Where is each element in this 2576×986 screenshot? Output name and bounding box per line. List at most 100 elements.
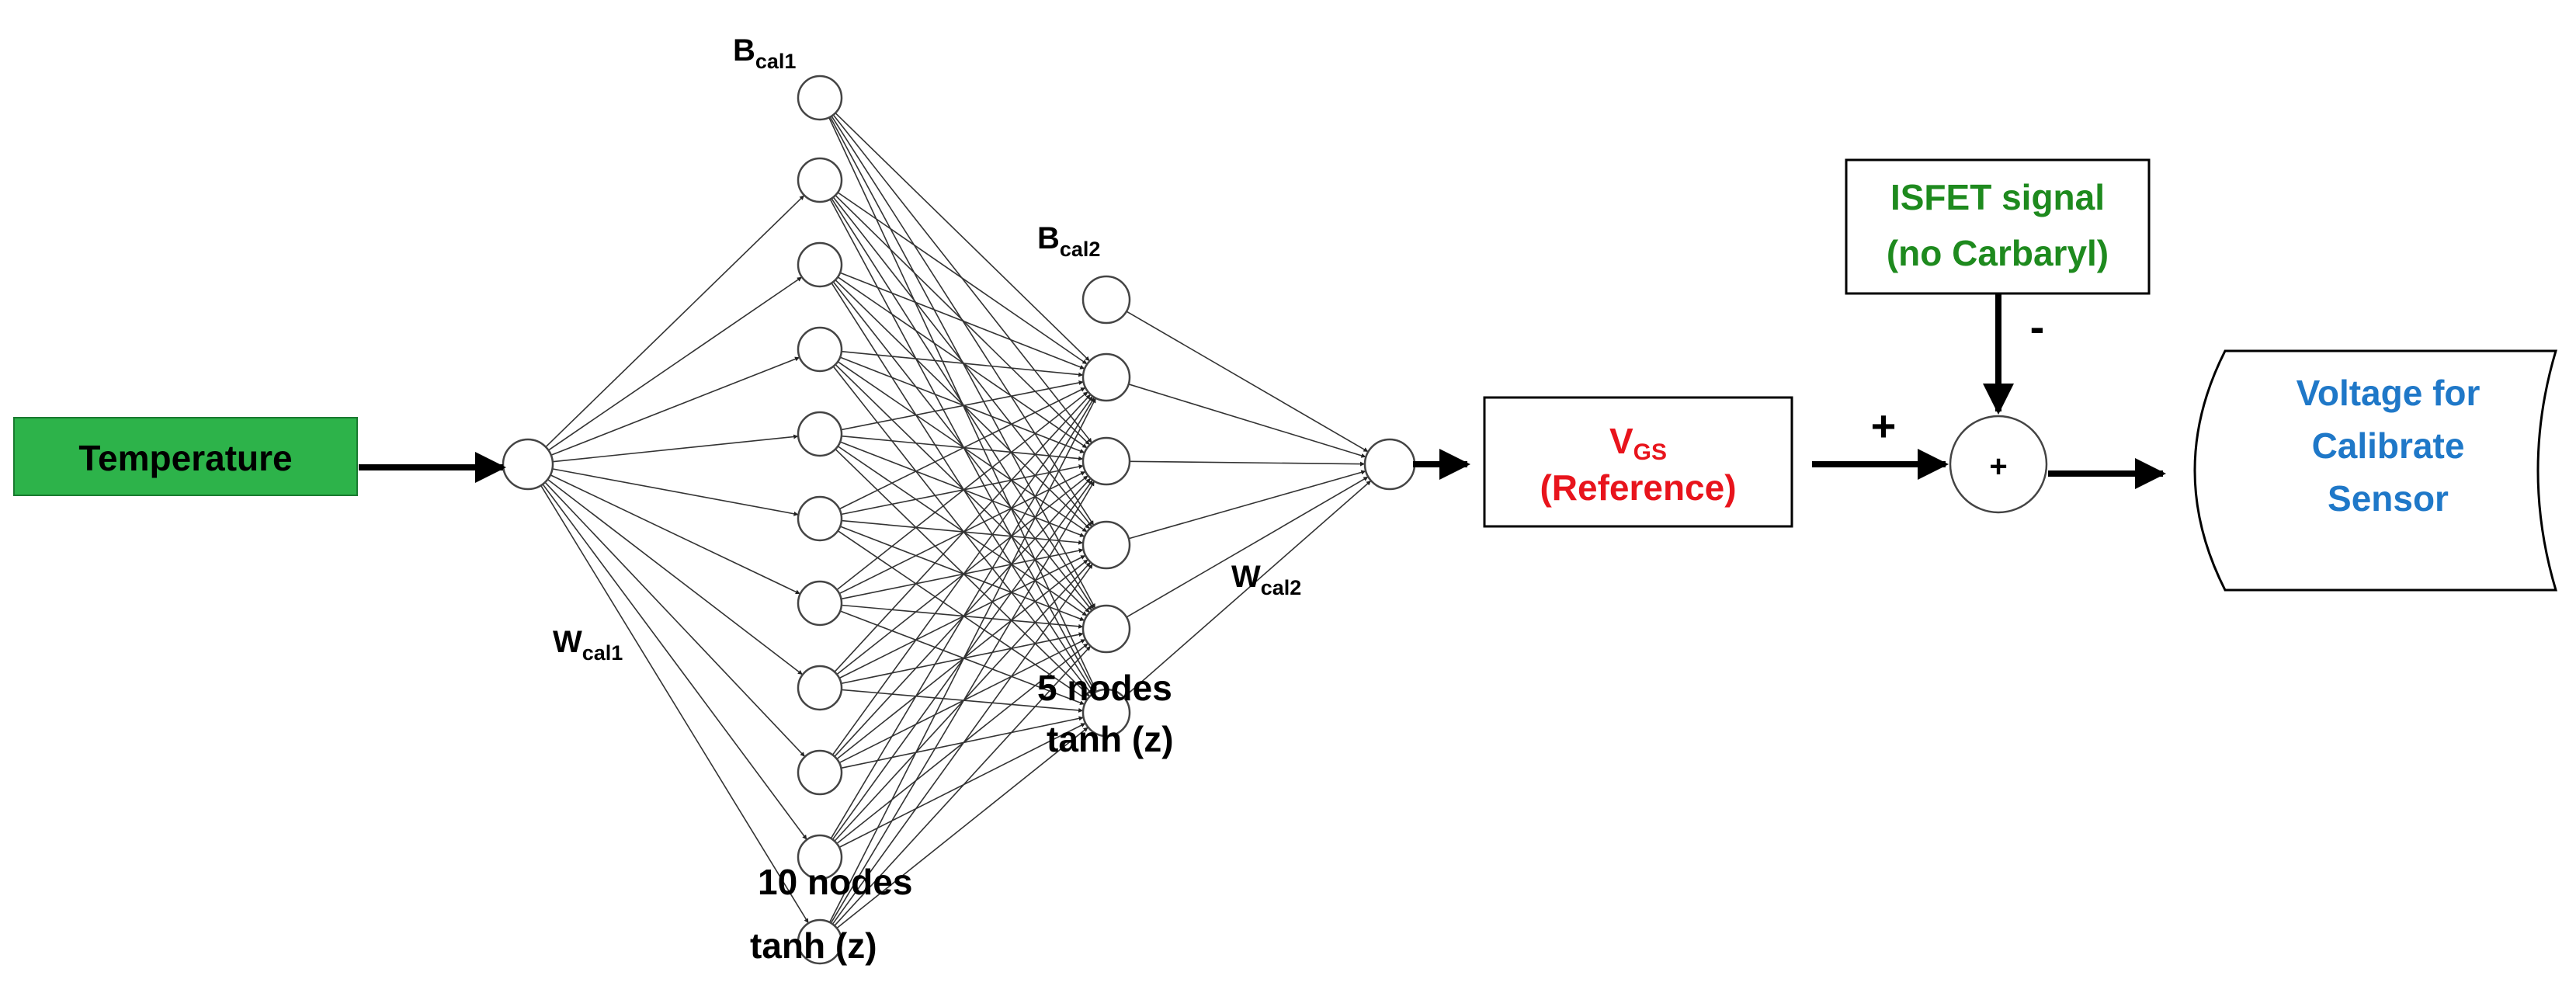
weights1-label: Wcal1 (553, 625, 623, 665)
weight-in-h1-6 (550, 474, 801, 595)
weight-h2-0-out (1126, 311, 1369, 453)
hidden2-node-2 (1081, 436, 1131, 486)
temperature-box (13, 417, 358, 496)
output-line1: Voltage for (2297, 373, 2481, 413)
bias2-label: Bcal2 (1037, 221, 1100, 261)
weight-h1-9-h2-1 (830, 397, 1095, 839)
weight-h1-2-h2-1 (839, 272, 1085, 370)
weight-h1-1-h2-2 (835, 195, 1091, 446)
weight-h1-10-h2-3 (831, 563, 1094, 925)
weight-h1-10-h2-2 (830, 481, 1095, 924)
bias1-node (797, 75, 843, 121)
isfet-subtitle: (no Carbaryl) (1887, 233, 2109, 273)
weight-h1-10-h2-1 (828, 398, 1097, 923)
layer2-nodes-label: 5 nodes (1037, 668, 1172, 708)
weight-h1-5-h2-1 (838, 387, 1086, 510)
vgs-box (1483, 396, 1793, 528)
weight-h1-6-h2-3 (841, 548, 1084, 600)
layer1-activation-label: tanh (z) (750, 925, 877, 966)
summing-circle (1949, 415, 2048, 514)
weight-h1-6-h2-4 (841, 604, 1084, 629)
weight-h1-6-h2-1 (836, 391, 1088, 591)
hidden2-node-3 (1081, 520, 1131, 570)
weight-h2-4-out (1126, 476, 1369, 618)
weight-h1-5-h2-3 (841, 519, 1084, 545)
weight-h1-7-h2-1 (834, 394, 1092, 672)
hidden2-node-1 (1081, 352, 1131, 402)
weight-h1-0-h2-1 (835, 112, 1091, 362)
weight-h1-10-h2-5 (836, 727, 1089, 929)
weight-in-h1-10 (540, 484, 810, 924)
isfet-box (1845, 158, 2151, 295)
weight-in-h1-1 (545, 194, 805, 448)
weights2-label: Wcal2 (1231, 560, 1301, 599)
bias1-label: Bcal1 (733, 33, 796, 73)
output-line2: Calibrate (2312, 425, 2465, 466)
hidden2-node-4 (1081, 604, 1131, 654)
hidden1-node-10 (797, 918, 843, 965)
weight-in-h1-8 (544, 481, 806, 758)
weight-in-h1-5 (552, 468, 799, 516)
weight-h1-3-h2-3 (837, 361, 1088, 533)
minus-input-sign: - (2030, 302, 2045, 351)
vgs-reference-label: (Reference) (1540, 467, 1736, 508)
input-node (502, 438, 554, 491)
hidden1-node-9 (797, 834, 843, 880)
summing-symbol: + (1989, 450, 2007, 484)
weight-h2-2-out (1129, 460, 1366, 467)
weight-h2-3-out (1128, 470, 1366, 540)
weight-in-h1-4 (552, 434, 799, 463)
layer1-nodes-label: 10 nodes (758, 862, 912, 902)
weight-h1-4-h2-3 (839, 441, 1085, 537)
weight-in-h1-7 (547, 478, 804, 675)
weight-h1-1-h2-1 (837, 192, 1088, 365)
hidden1-node-7 (797, 665, 843, 711)
weight-in-h1-2 (547, 276, 803, 451)
hidden1-node-6 (797, 580, 843, 627)
weight-h1-6-h2-5 (839, 610, 1085, 706)
layer2-activation-label: tanh (z) (1047, 719, 1174, 759)
output-line3: Sensor (2328, 478, 2449, 519)
vgs-reference-block: VGS (Reference) (1483, 396, 1793, 528)
output-shape (2193, 349, 2558, 592)
isfet-title: ISFET signal (1890, 177, 2105, 217)
network-nodes (502, 75, 1416, 965)
weight-h1-3-h2-4 (835, 363, 1091, 613)
weight-h1-7-h2-5 (841, 689, 1084, 713)
hidden1-node-3 (797, 326, 843, 373)
weight-h1-2-h2-3 (835, 279, 1091, 529)
weight-h1-7-h2-4 (841, 632, 1084, 685)
weight-h1-5-h2-4 (839, 526, 1085, 621)
weight-h1-4-h2-2 (841, 435, 1084, 461)
weight-in-h1-3 (550, 356, 800, 457)
weight-h1-4-h2-1 (841, 380, 1084, 431)
weight-h1-3-h2-1 (841, 350, 1084, 377)
hidden1-node-2 (797, 241, 843, 288)
temperature-input-block: Temperature (13, 417, 358, 496)
weight-h2-5-out (1123, 480, 1372, 698)
hidden1-node-1 (797, 157, 843, 203)
weight-h1-4-h2-4 (837, 446, 1088, 616)
weight-h1-5-h2-5 (837, 530, 1088, 700)
output-node (1363, 438, 1416, 491)
hidden1-node-8 (797, 749, 843, 796)
weight-h1-8-h2-1 (831, 395, 1094, 755)
summing-junction: + (1949, 415, 2048, 514)
network-connections (540, 112, 1372, 929)
weight-in-h1-9 (542, 484, 807, 841)
plus-input-sign: + (1871, 401, 1897, 450)
hidden1-node-5 (797, 495, 843, 542)
hidden2-node-5 (1081, 688, 1131, 738)
temperature-label: Temperature (78, 438, 292, 478)
weight-h1-2-h2-2 (837, 276, 1088, 449)
isfet-signal-block: ISFET signal (no Carbaryl) (1845, 158, 2151, 295)
weight-h1-3-h2-2 (839, 356, 1085, 453)
hidden1-node-4 (797, 411, 843, 457)
weight-h1-5-h2-2 (841, 464, 1084, 516)
bias2-node (1081, 275, 1131, 325)
weight-h1-10-h2-4 (834, 645, 1092, 926)
calibrated-voltage-output: Voltage for Calibrate Sensor (2193, 349, 2558, 592)
vgs-label: VGS (1609, 421, 1667, 465)
weight-h1-8-h2-5 (841, 716, 1084, 769)
